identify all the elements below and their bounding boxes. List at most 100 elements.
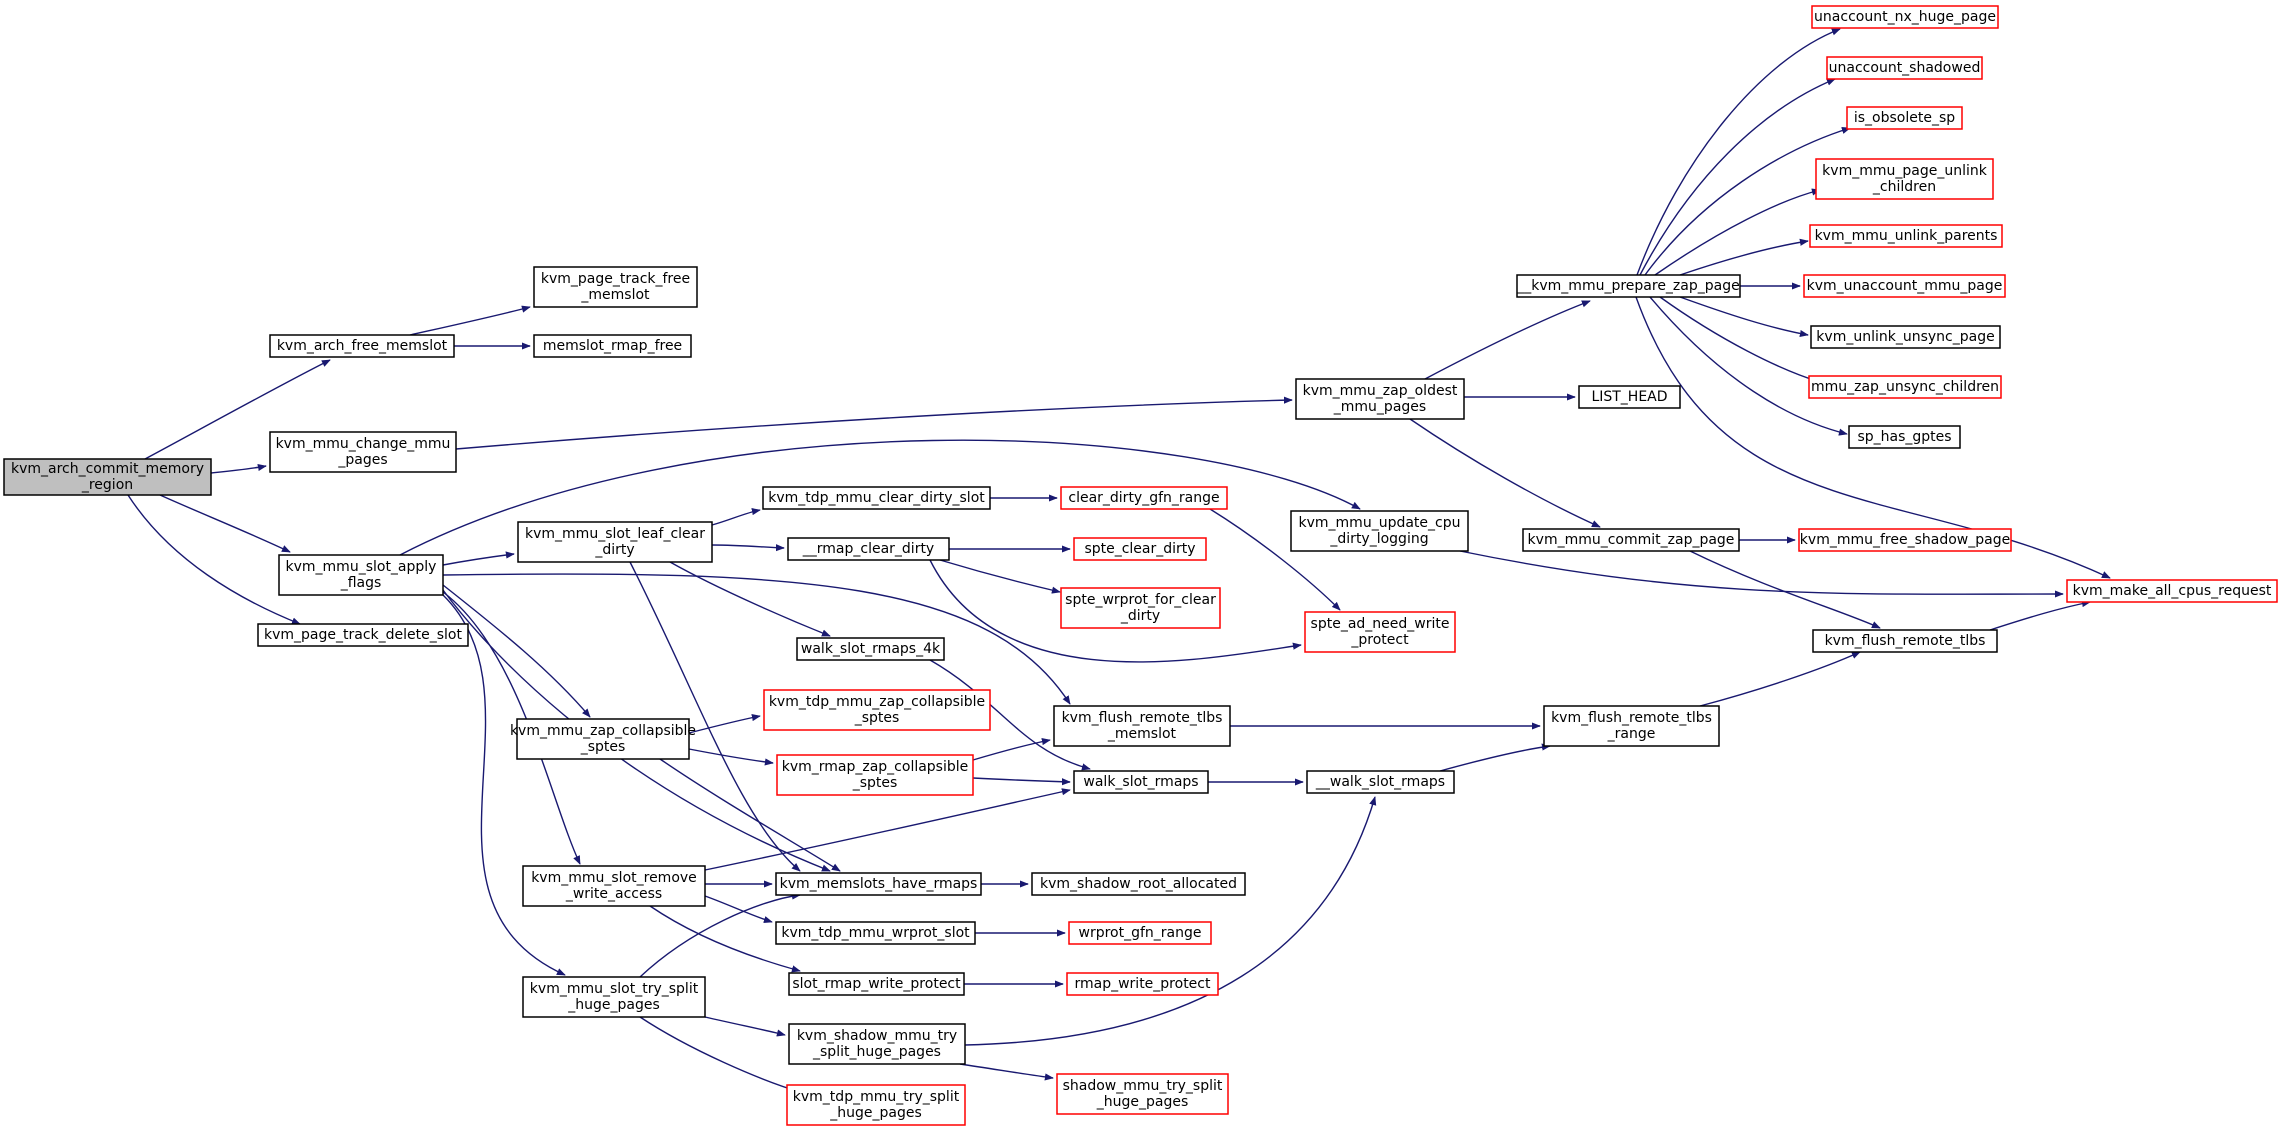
node-kvm-mmu-unlink-parents[interactable]: kvm_mmu_unlink_parents (1809, 224, 2003, 248)
node-label: kvm_make_all_cpus_request (2073, 583, 2272, 599)
node-kvm-rmap-zap-collapsible-sptes[interactable]: kvm_rmap_zap_collapsible_sptes (776, 754, 974, 796)
node-LIST-HEAD[interactable]: LIST_HEAD (1578, 385, 1681, 409)
node-kvm-mmu-zap-collapsible-sptes[interactable]: kvm_mmu_zap_collapsible_sptes (510, 718, 696, 760)
node-kvm-tdp-mmu-wrprot-slot[interactable]: kvm_tdp_mmu_wrprot_slot (775, 921, 976, 945)
node-label: spte_wrprot_for_clear (1065, 592, 1216, 608)
node-kvm-mmu-slot-remove-write-access[interactable]: kvm_mmu_slot_remove_write_access (522, 865, 706, 907)
node-walk-slot-rmaps[interactable]: __walk_slot_rmaps (1306, 770, 1455, 794)
node-kvm-shadow-root-allocated[interactable]: kvm_shadow_root_allocated (1031, 872, 1246, 896)
node-box (1808, 375, 2002, 399)
edge-shadow_try_split-to-_walk_slot_rmaps (964, 796, 1377, 1046)
node-kvm-arch-commit-memory-region[interactable]: kvm_arch_commit_memory_region (3, 458, 212, 496)
node-box (1295, 378, 1465, 420)
node-label: kvm_flush_remote_tlbs (1551, 710, 1712, 726)
node-rmap-write-protect[interactable]: rmap_write_protect (1066, 972, 1219, 996)
node-label: kvm_tdp_mmu_try_split (793, 1089, 960, 1105)
node-label: _memslot (580, 287, 650, 303)
node-box (1846, 106, 1963, 130)
node-kvm-mmu-change-mmu-pages[interactable]: kvm_mmu_change_mmu_pages (269, 431, 457, 473)
node-label: __walk_slot_rmaps (1315, 774, 1445, 790)
node-unaccount-shadowed[interactable]: unaccount_shadowed (1826, 56, 1983, 80)
node-kvm-flush-remote-tlbs-memslot[interactable]: kvm_flush_remote_tlbs_memslot (1053, 705, 1231, 747)
node-label: spte_ad_need_write (1311, 616, 1450, 632)
node-box (533, 334, 692, 358)
edge-zap_oldest-to-prepare_zap (1424, 300, 1591, 380)
node-kvm-mmu-slot-apply-flags[interactable]: kvm_mmu_slot_apply_flags (278, 554, 444, 596)
node-label: _dirty_logging (1329, 531, 1428, 547)
node-kvm-mmu-free-shadow-page[interactable]: kvm_mmu_free_shadow_page (1798, 528, 2012, 552)
node-box (1809, 224, 2003, 248)
node-label: kvm_arch_free_memslot (277, 338, 448, 354)
node-box (533, 266, 698, 308)
edge-try_split-to-shadow_try_split (704, 1016, 786, 1037)
node-label: kvm_rmap_zap_collapsible (782, 759, 969, 775)
node-label: _flags (340, 575, 382, 591)
node-kvm-mmu-slot-leaf-clear-dirty[interactable]: kvm_mmu_slot_leaf_clear_dirty (517, 521, 713, 563)
node-kvm-make-all-cpus-request[interactable]: kvm_make_all_cpus_request (2066, 579, 2278, 603)
node-kvm-page-track-delete-slot[interactable]: kvm_page_track_delete_slot (257, 623, 469, 647)
node-kvm-unlink-unsync-page[interactable]: kvm_unlink_unsync_page (1810, 325, 2001, 349)
node-box (786, 1084, 966, 1126)
node-label: shadow_mmu_try_split (1063, 1078, 1223, 1094)
node-kvm-flush-remote-tlbs[interactable]: kvm_flush_remote_tlbs (1812, 629, 1998, 653)
node-walk-slot-rmaps-4k[interactable]: walk_slot_rmaps_4k (796, 637, 945, 661)
node-label: kvm_memslots_have_rmaps (780, 876, 978, 892)
edge-root-to-free_memslot (144, 359, 331, 460)
node-unaccount-nx-huge-page[interactable]: unaccount_nx_huge_page (1811, 5, 1999, 29)
node-label: unaccount_nx_huge_page (1814, 9, 1996, 25)
node-is-obsolete-sp[interactable]: is_obsolete_sp (1846, 106, 1963, 130)
node-label: kvm_tdp_mmu_wrprot_slot (781, 925, 970, 941)
node-label: _dirty (594, 542, 634, 558)
edge-prepare_zap-to-unlink_unsync (1679, 296, 1809, 338)
node-spte-wrprot-for-clear-dirty[interactable]: spte_wrprot_for_clear_dirty (1060, 587, 1221, 629)
node-box (787, 537, 950, 561)
node-kvm-mmu-prepare-zap-page[interactable]: __kvm_mmu_prepare_zap_page (1516, 274, 1741, 298)
node-kvm-tdp-mmu-clear-dirty-slot[interactable]: kvm_tdp_mmu_clear_dirty_slot (762, 486, 991, 510)
node-label: kvm_arch_commit_memory (11, 461, 204, 477)
edge-root-to-pt_delete_slot (127, 494, 301, 625)
node-kvm-mmu-commit-zap-page[interactable]: kvm_mmu_commit_zap_page (1522, 528, 1740, 552)
node-kvm-flush-remote-tlbs-range[interactable]: kvm_flush_remote_tlbs_range (1543, 705, 1720, 747)
node-spte-clear-dirty[interactable]: spte_clear_dirty (1073, 537, 1207, 561)
node-label: _sptes (852, 775, 898, 791)
node-label: kvm_mmu_slot_leaf_clear (525, 526, 705, 542)
node-kvm-tdp-mmu-try-split-huge-pages[interactable]: kvm_tdp_mmu_try_split_huge_pages (786, 1084, 966, 1126)
node-kvm-tdp-mmu-zap-collapsible-sptes[interactable]: kvm_tdp_mmu_zap_collapsible_sptes (763, 689, 991, 731)
node-kvm-mmu-slot-try-split-huge-pages[interactable]: kvm_mmu_slot_try_split_huge_pages (522, 976, 706, 1018)
node-clear-dirty-gfn-range[interactable]: clear_dirty_gfn_range (1060, 486, 1228, 510)
node-box (775, 921, 976, 945)
node-shadow-mmu-try-split-huge-pages[interactable]: shadow_mmu_try_split_huge_pages (1056, 1073, 1229, 1115)
node-memslot-rmap-free[interactable]: memslot_rmap_free (533, 334, 692, 358)
edges-layer (127, 28, 2111, 1094)
node-slot-rmap-write-protect[interactable]: slot_rmap_write_protect (788, 972, 965, 996)
node-label: kvm_mmu_slot_try_split (530, 981, 699, 997)
node-label: _memslot (1107, 726, 1177, 742)
node-kvm-arch-free-memslot[interactable]: kvm_arch_free_memslot (269, 334, 455, 358)
node-label: kvm_mmu_free_shadow_page (1800, 532, 2010, 548)
node-label: sp_has_gptes (1857, 429, 1951, 445)
node-walk-slot-rmaps[interactable]: walk_slot_rmaps (1073, 770, 1209, 794)
node-box (517, 521, 713, 563)
node-box (776, 754, 974, 796)
node-sp-has-gptes[interactable]: sp_has_gptes (1848, 425, 1961, 449)
edge-zap_collapsible-to-memslots_have_rmaps (659, 758, 841, 872)
edge-slot_apply_flags-to-update_cpu_dirty (399, 439, 1361, 556)
node-wrprot-gfn-range[interactable]: wrprot_gfn_range (1068, 921, 1212, 945)
node-kvm-memslots-have-rmaps[interactable]: kvm_memslots_have_rmaps (775, 872, 982, 896)
node-box (762, 486, 991, 510)
node-mmu-zap-unsync-children[interactable]: mmu_zap_unsync_children (1808, 375, 2002, 399)
node-kvm-mmu-page-unlink-children[interactable]: kvm_mmu_page_unlink_children (1815, 158, 1994, 200)
node-kvm-mmu-update-cpu-dirty-logging[interactable]: kvm_mmu_update_cpu_dirty_logging (1290, 510, 1469, 552)
node-label: mmu_zap_unsync_children (1811, 379, 1999, 395)
node-kvm-unaccount-mmu-page[interactable]: kvm_unaccount_mmu_page (1803, 274, 2006, 298)
node-box (1516, 274, 1741, 298)
node-kvm-shadow-mmu-try-split-huge-pages[interactable]: kvm_shadow_mmu_try_split_huge_pages (788, 1023, 966, 1065)
node-label: _region (81, 477, 133, 493)
node-kvm-mmu-zap-oldest-mmu-pages[interactable]: kvm_mmu_zap_oldest_mmu_pages (1295, 378, 1465, 420)
edge-free_memslot-to-pt_free_memslot (409, 305, 531, 336)
edge-prepare_zap-to-sp_has_gptes (1649, 296, 1848, 436)
node-kvm-page-track-free-memslot[interactable]: kvm_page_track_free_memslot (533, 266, 698, 308)
node-spte-ad-need-write-protect[interactable]: spte_ad_need_write_protect (1304, 611, 1456, 653)
node-rmap-clear-dirty[interactable]: __rmap_clear_dirty (787, 537, 950, 561)
node-label: kvm_mmu_page_unlink (1822, 163, 1988, 179)
